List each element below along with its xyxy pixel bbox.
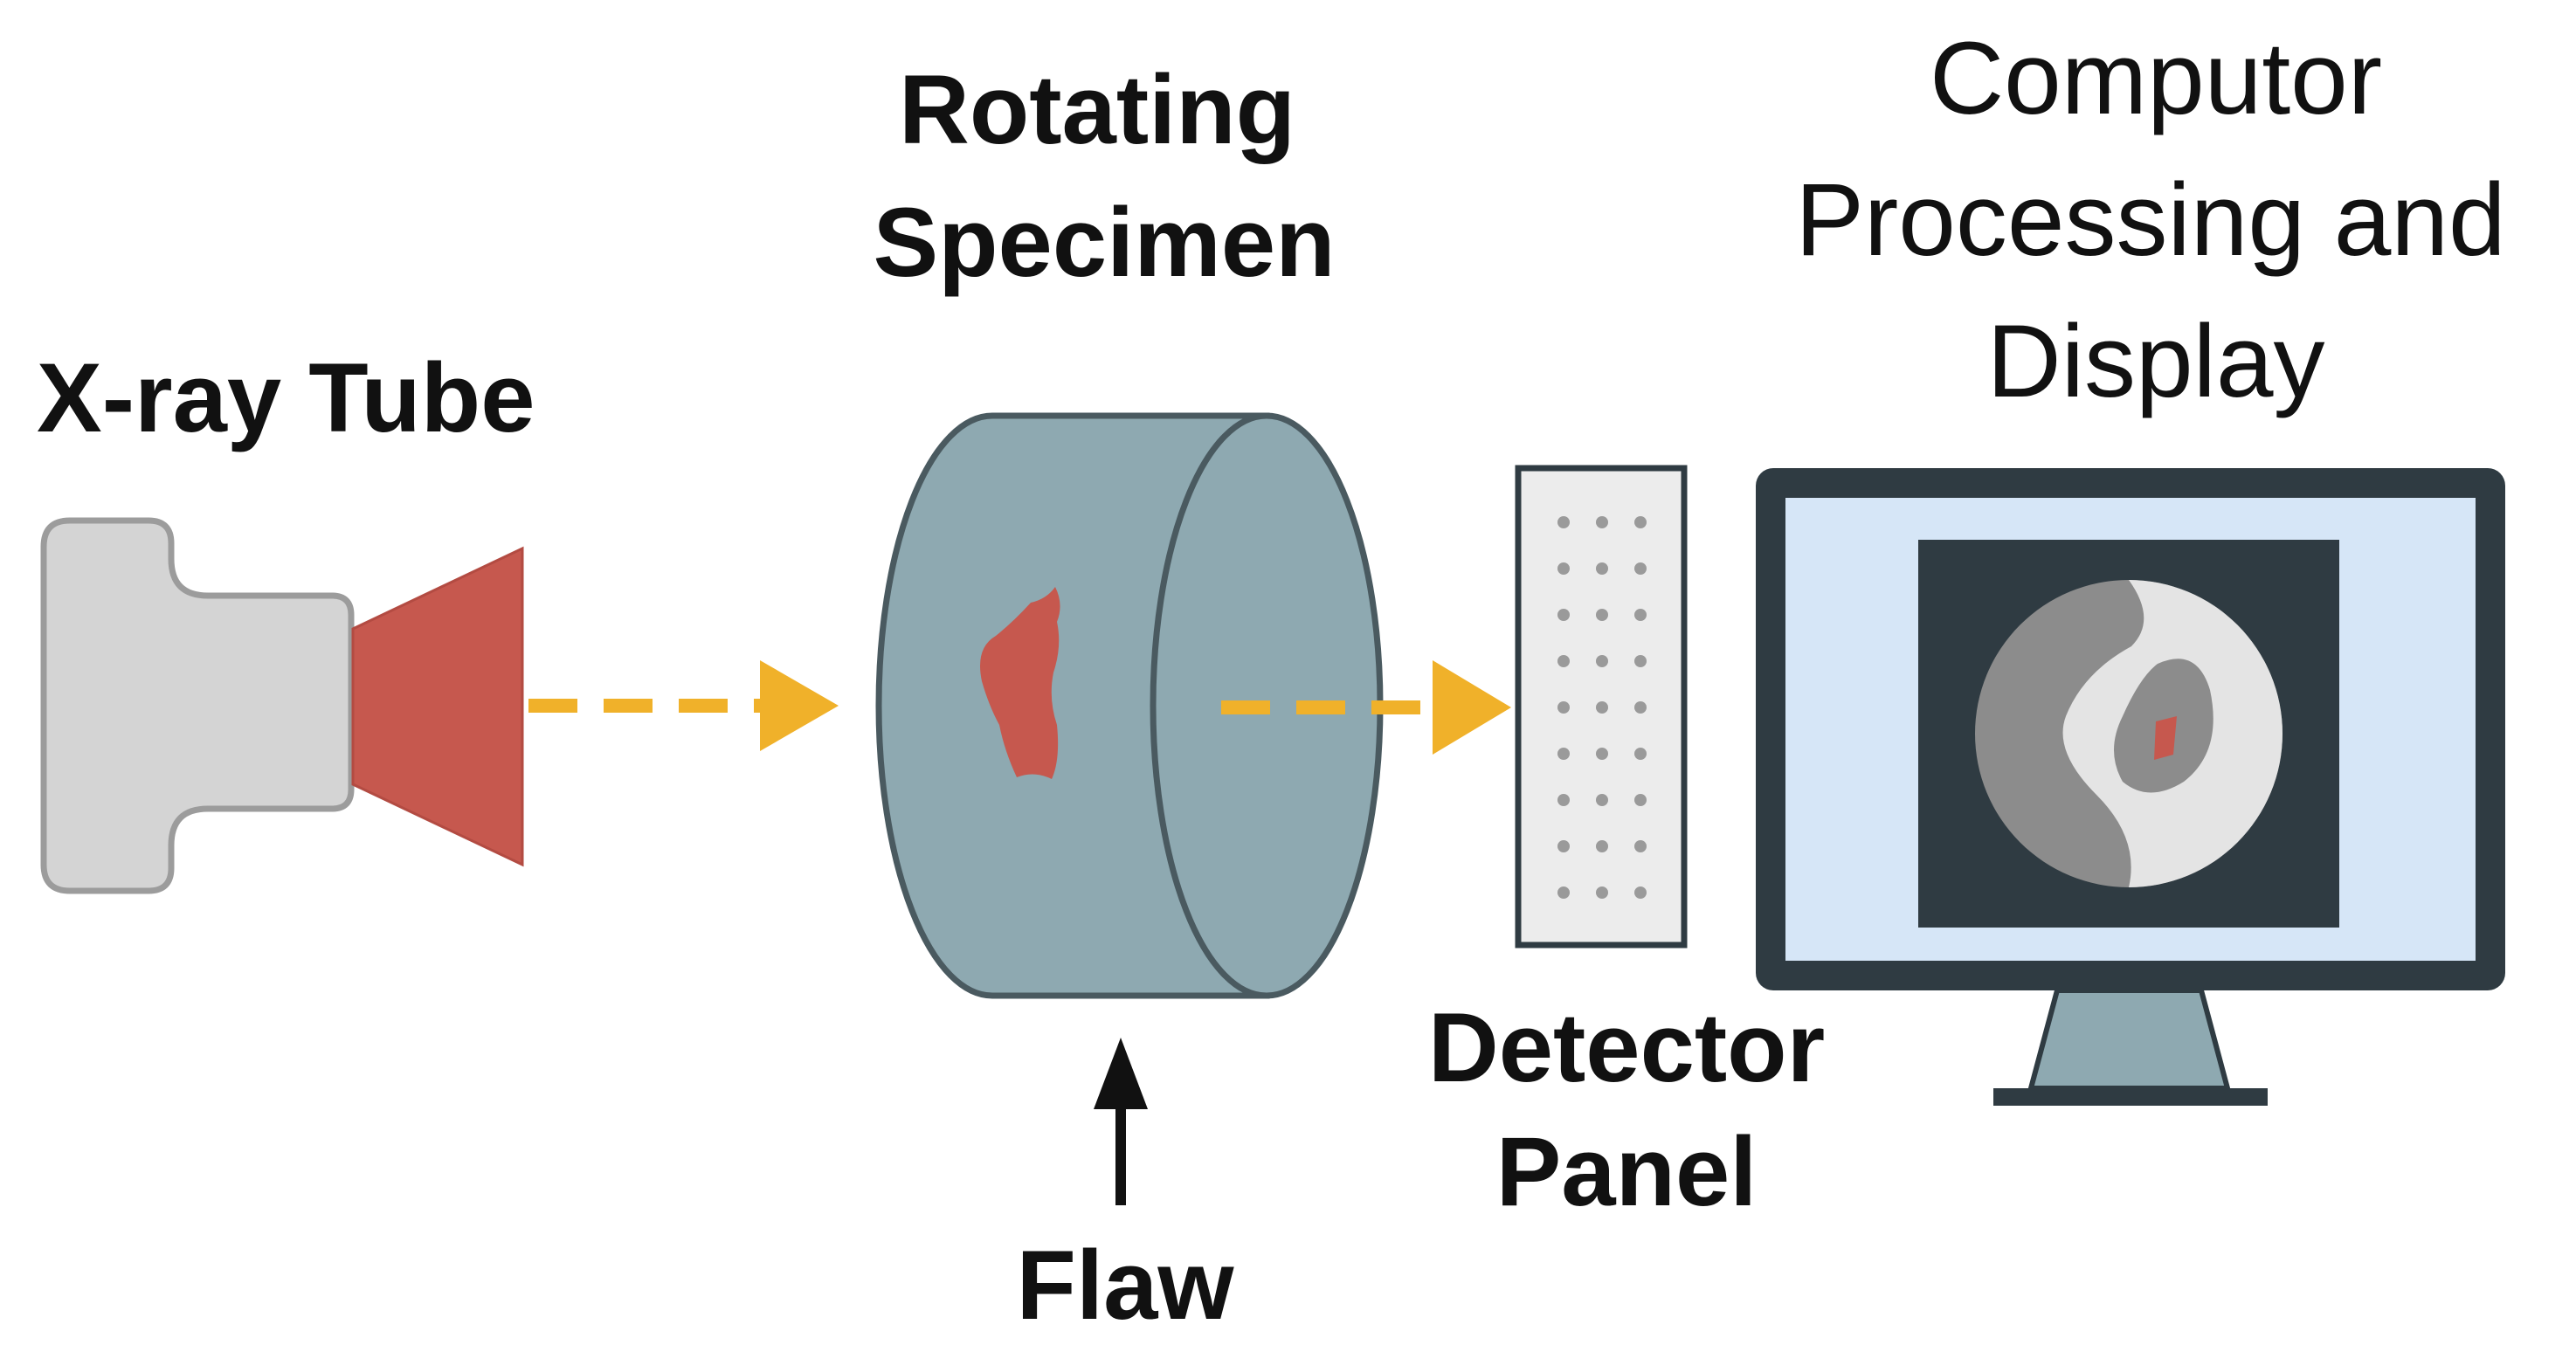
detector-dot bbox=[1596, 748, 1608, 760]
computer-label-line2: Processing and bbox=[1795, 162, 2505, 278]
flaw-pointer-arrow bbox=[1094, 1038, 1148, 1205]
detector-dot bbox=[1596, 701, 1608, 714]
xray-tube-housing bbox=[40, 517, 355, 894]
detector-dot bbox=[1557, 655, 1570, 667]
detector-dot bbox=[1634, 609, 1647, 621]
detector-dot bbox=[1557, 562, 1570, 575]
computer-label-line1: Computor bbox=[1930, 21, 2382, 136]
beam-arrow-1 bbox=[528, 660, 839, 751]
detector-label-line2: Panel bbox=[1496, 1117, 1758, 1226]
detector-dot bbox=[1557, 886, 1570, 899]
detector-dot bbox=[1557, 840, 1570, 852]
xray-tube-icon bbox=[40, 517, 524, 894]
xray-tube-label: X-ray Tube bbox=[37, 343, 535, 452]
monitor-stand-neck bbox=[2027, 988, 2231, 1091]
detector-dot-grid bbox=[1557, 516, 1647, 899]
detector-dot bbox=[1634, 748, 1647, 760]
detector-panel-icon bbox=[1515, 465, 1688, 948]
computer-label-line3: Display bbox=[1987, 304, 2325, 419]
specimen-label-line2: Specimen bbox=[873, 188, 1335, 297]
detector-dot bbox=[1596, 794, 1608, 806]
detector-dot bbox=[1557, 516, 1570, 528]
monitor-stand-base bbox=[1993, 1088, 2268, 1106]
xray-tube-cone bbox=[351, 546, 524, 867]
detector-dot bbox=[1596, 562, 1608, 575]
detector-dot bbox=[1634, 886, 1647, 899]
detector-dot bbox=[1596, 609, 1608, 621]
detector-dot bbox=[1557, 701, 1570, 714]
specimen-label-line1: Rotating bbox=[899, 55, 1295, 164]
detector-dot bbox=[1557, 748, 1570, 760]
monitor-icon bbox=[1756, 468, 2505, 1106]
detector-dot bbox=[1634, 794, 1647, 806]
detector-dot bbox=[1557, 609, 1570, 621]
detector-dot bbox=[1596, 516, 1608, 528]
ct-slice-flaw bbox=[2154, 716, 2177, 760]
flaw-label: Flaw bbox=[1017, 1231, 1235, 1340]
detector-dot bbox=[1596, 886, 1608, 899]
detector-dot bbox=[1634, 655, 1647, 667]
detector-dot bbox=[1634, 840, 1647, 852]
detector-dot bbox=[1634, 562, 1647, 575]
detector-dot bbox=[1596, 840, 1608, 852]
detector-dot bbox=[1596, 655, 1608, 667]
detector-dot bbox=[1557, 794, 1570, 806]
beam-arrow-2 bbox=[1221, 660, 1511, 755]
detector-dot bbox=[1634, 516, 1647, 528]
detector-label-line1: Detector bbox=[1428, 993, 1825, 1102]
flaw-shape bbox=[980, 587, 1060, 779]
detector-dot bbox=[1634, 701, 1647, 714]
